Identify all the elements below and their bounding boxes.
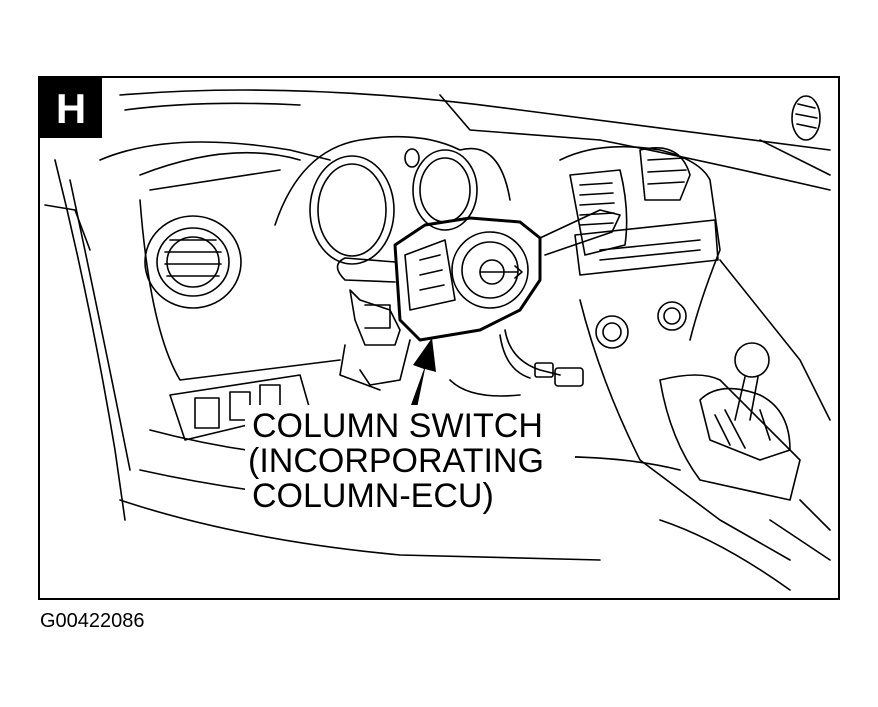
callout-line-1: COLUMN SWITCH — [252, 407, 543, 445]
figure-id: G00422086 — [40, 610, 145, 632]
panel-letter-badge — [40, 78, 102, 138]
callout-arrow — [411, 338, 436, 408]
dashboard-drawing — [44, 89, 831, 591]
panel-letter: H — [56, 85, 86, 132]
figure-frame — [38, 76, 840, 600]
callout-line-2: (INCORPORATING — [248, 442, 544, 480]
callout-line-3: COLUMN-ECU) — [252, 477, 494, 515]
